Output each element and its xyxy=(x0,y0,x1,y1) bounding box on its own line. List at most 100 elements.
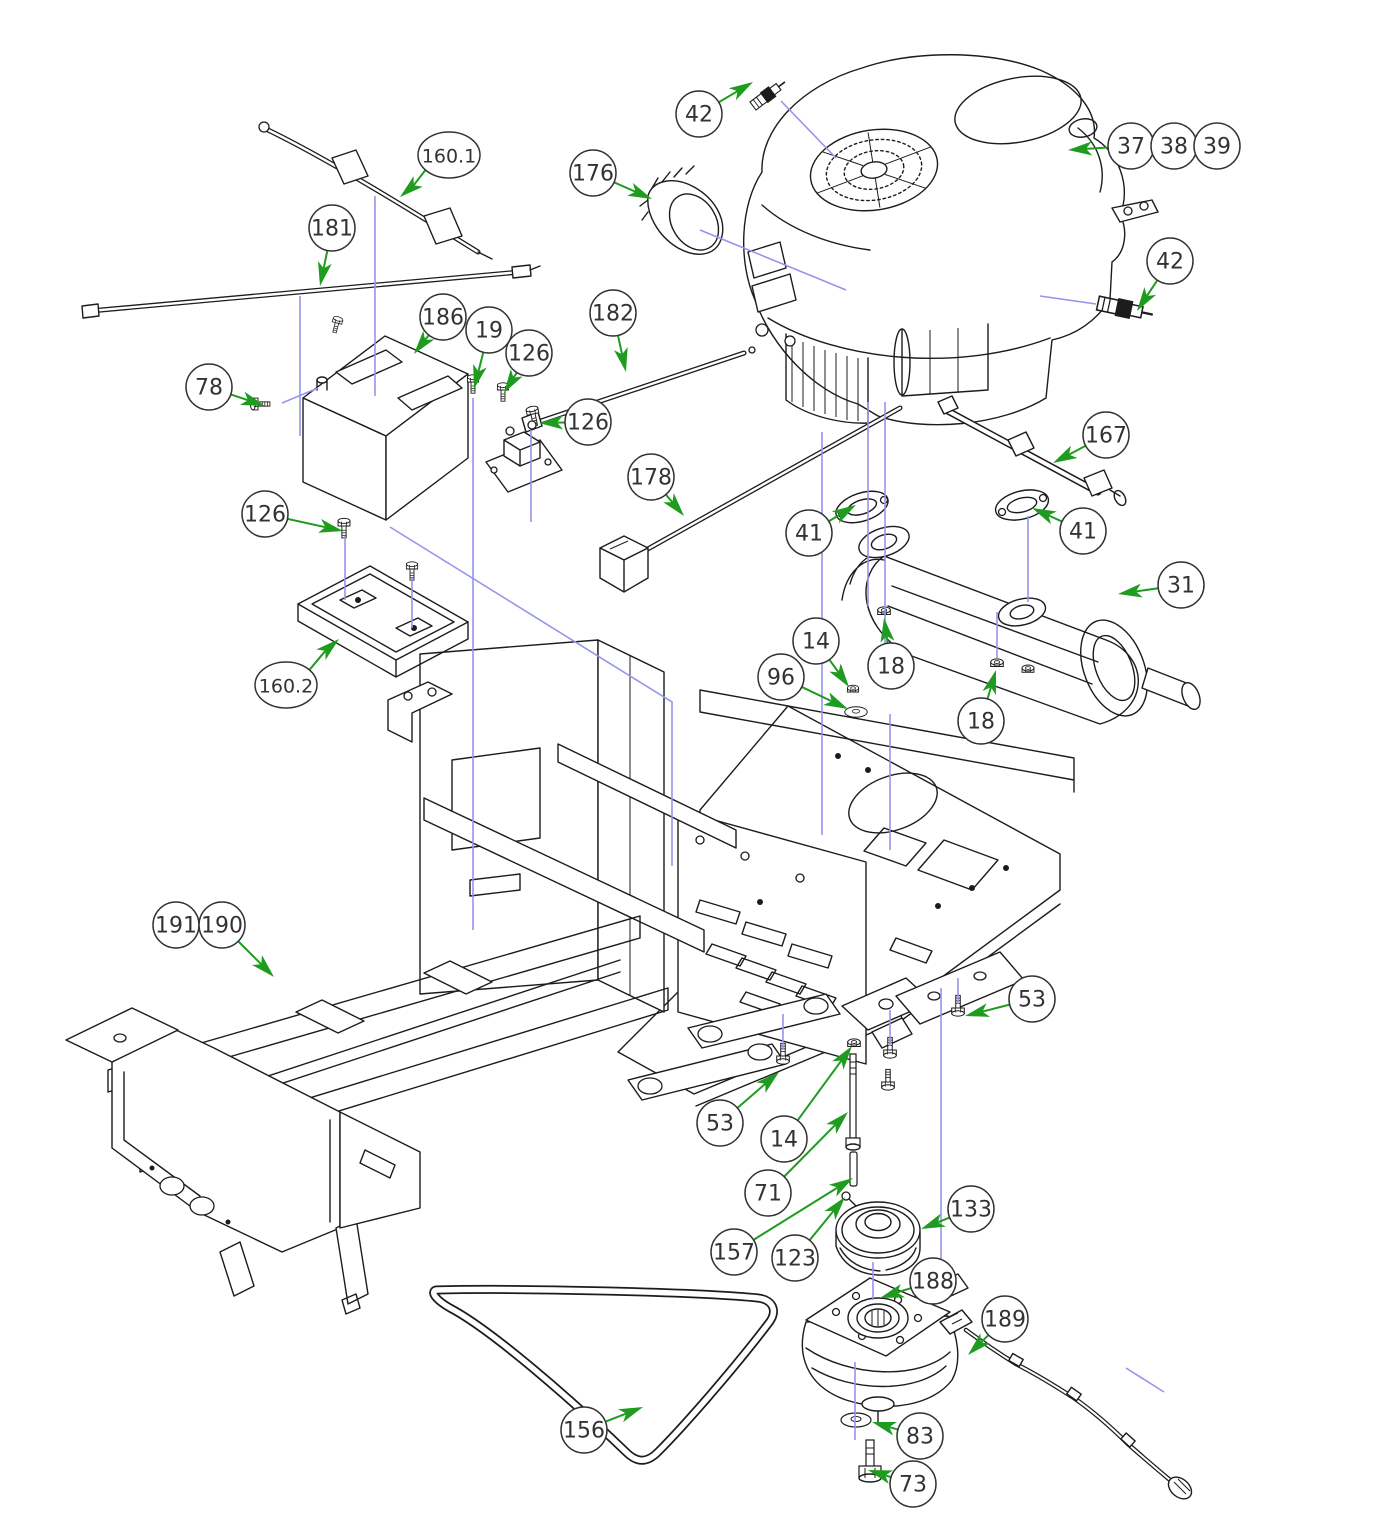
callout-balloon[interactable] xyxy=(1008,975,1056,1023)
starter-solenoid xyxy=(485,420,563,493)
callout-balloon[interactable] xyxy=(308,204,356,252)
callout-182[interactable]: 182 xyxy=(589,289,637,372)
callout-balloon[interactable] xyxy=(896,1412,944,1460)
arrowhead-icon xyxy=(539,415,564,430)
callout-157[interactable]: 157 xyxy=(710,1178,853,1276)
callout-number: 189 xyxy=(984,1308,1026,1333)
callout-181[interactable]: 181 xyxy=(308,204,356,286)
callout-balloon[interactable] xyxy=(1193,122,1241,170)
callout-balloon[interactable] xyxy=(1157,561,1205,609)
callout-balloon[interactable] xyxy=(185,363,233,411)
callout-balloon[interactable] xyxy=(569,149,617,197)
callout-126[interactable]: 126 xyxy=(504,329,553,393)
callout-balloon[interactable] xyxy=(589,289,637,337)
callout-176[interactable]: 176 xyxy=(569,149,652,199)
callout-balloon[interactable] xyxy=(198,901,246,949)
callout-balloon[interactable] xyxy=(1059,507,1107,555)
callout-18[interactable]: 18 xyxy=(957,670,1005,745)
callout-73[interactable]: 73 xyxy=(868,1460,937,1508)
callout-37[interactable]: 37 xyxy=(1068,122,1155,170)
arrowhead-icon xyxy=(400,176,423,197)
callout-186[interactable]: 186 xyxy=(414,293,467,354)
callout-balloon[interactable] xyxy=(947,1185,995,1233)
callout-number: 73 xyxy=(899,1473,927,1498)
callout-133[interactable]: 133 xyxy=(921,1185,995,1233)
callout-number: 39 xyxy=(1203,135,1231,160)
callout-178[interactable]: 178 xyxy=(627,453,684,516)
callout-balloon[interactable] xyxy=(889,1460,937,1508)
callout-123[interactable]: 123 xyxy=(771,1197,845,1282)
arrowhead-icon xyxy=(829,663,849,687)
callout-126[interactable]: 126 xyxy=(241,490,343,538)
leader-line xyxy=(889,1426,899,1431)
callout-balloon[interactable] xyxy=(417,131,481,179)
callout-number: 41 xyxy=(1069,520,1097,545)
callout-balloon[interactable] xyxy=(785,509,833,557)
callout-188[interactable]: 188 xyxy=(880,1257,957,1305)
callout-71[interactable]: 71 xyxy=(744,1112,848,1217)
flywheel-fan-grille xyxy=(809,128,939,212)
callout-balloon[interactable] xyxy=(627,453,675,501)
callout-42[interactable]: 42 xyxy=(675,82,753,138)
callout-19[interactable]: 19 xyxy=(465,306,513,389)
callout-53[interactable]: 53 xyxy=(696,1072,779,1147)
callout-balloon[interactable] xyxy=(957,697,1005,745)
callout-160.2[interactable]: 160.2 xyxy=(254,639,339,709)
callout-balloon[interactable] xyxy=(760,1115,808,1163)
callout-balloon[interactable] xyxy=(419,293,467,341)
callout-96[interactable]: 96 xyxy=(757,653,848,709)
callout-balloon[interactable] xyxy=(564,398,612,446)
battery-cable-178 xyxy=(599,405,903,593)
callout-balloon[interactable] xyxy=(744,1169,792,1217)
callout-balloon[interactable] xyxy=(241,490,289,538)
callout-balloon[interactable] xyxy=(981,1295,1029,1343)
arrowhead-icon xyxy=(504,368,523,393)
callout-78[interactable]: 78 xyxy=(185,363,265,411)
callout-balloon[interactable] xyxy=(909,1257,957,1305)
callout-balloon[interactable] xyxy=(710,1228,758,1276)
callout-42[interactable]: 42 xyxy=(1137,237,1194,311)
callout-190[interactable]: 190 xyxy=(198,901,274,977)
arrowhead-icon xyxy=(872,1422,897,1436)
callout-31[interactable]: 31 xyxy=(1118,561,1205,609)
muffler xyxy=(841,525,1201,725)
callout-38[interactable]: 38 xyxy=(1150,122,1198,170)
arrowhead-icon xyxy=(880,618,895,643)
callout-14[interactable]: 14 xyxy=(760,1046,852,1163)
callout-83[interactable]: 83 xyxy=(872,1412,944,1460)
callout-189[interactable]: 189 xyxy=(968,1295,1029,1355)
long-bolt-71 xyxy=(845,1053,861,1151)
callout-18[interactable]: 18 xyxy=(867,618,915,690)
arrowhead-icon xyxy=(880,1284,905,1298)
callout-balloon[interactable] xyxy=(505,329,553,377)
leader-line xyxy=(1085,146,1109,150)
callout-41[interactable]: 41 xyxy=(785,505,856,557)
callout-balloon[interactable] xyxy=(1082,411,1130,459)
callout-41[interactable]: 41 xyxy=(1032,507,1107,555)
callout-balloon[interactable] xyxy=(792,617,840,665)
callout-balloon[interactable] xyxy=(757,653,805,701)
key-157 xyxy=(849,1151,858,1187)
callout-balloon[interactable] xyxy=(560,1406,608,1454)
callout-balloon[interactable] xyxy=(771,1234,819,1282)
arrowhead-icon xyxy=(318,261,332,286)
callout-balloon[interactable] xyxy=(1146,237,1194,285)
callout-balloon[interactable] xyxy=(675,90,723,138)
callout-balloon[interactable] xyxy=(254,661,318,709)
arrowhead-icon xyxy=(968,1333,991,1355)
callout-126[interactable]: 126 xyxy=(539,398,612,446)
callout-191[interactable]: 191 xyxy=(152,901,200,949)
arrowhead-icon xyxy=(823,692,848,709)
callout-number: 190 xyxy=(201,914,243,939)
callout-53[interactable]: 53 xyxy=(965,975,1056,1023)
callout-balloon[interactable] xyxy=(465,306,513,354)
callout-balloon[interactable] xyxy=(696,1099,744,1147)
callout-167[interactable]: 167 xyxy=(1053,411,1130,463)
callout-156[interactable]: 156 xyxy=(560,1406,643,1454)
callout-39[interactable]: 39 xyxy=(1193,122,1241,170)
nut-14 xyxy=(847,1038,861,1047)
callout-160.1[interactable]: 160.1 xyxy=(400,131,481,197)
callout-14[interactable]: 14 xyxy=(792,617,849,687)
leader-line xyxy=(605,1412,627,1423)
callout-balloon[interactable] xyxy=(867,642,915,690)
